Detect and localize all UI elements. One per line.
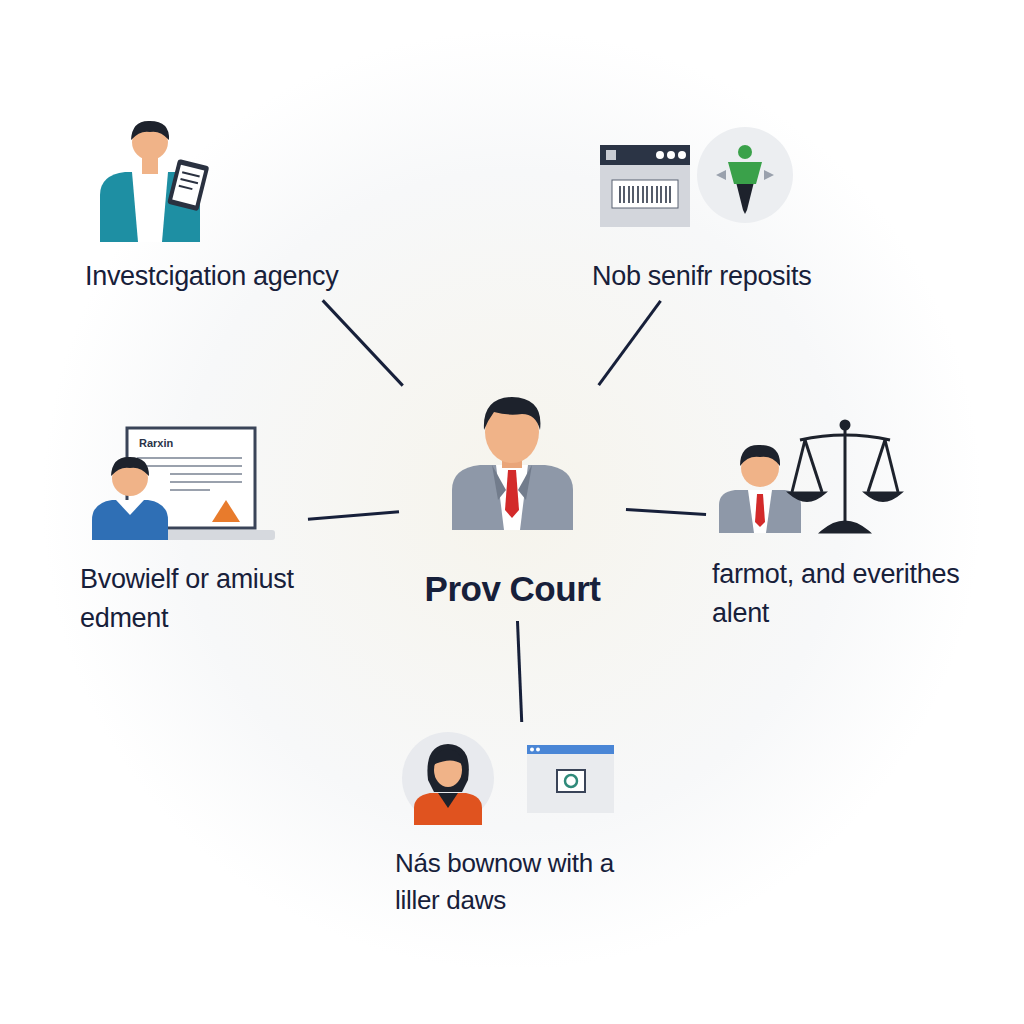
screen-label: Rarxin: [139, 437, 173, 449]
person-icon: [100, 121, 209, 242]
actor-node: Nás bownow with a liller daws: [395, 728, 657, 920]
connector-line: [308, 512, 399, 520]
laptop-icon: [92, 428, 275, 540]
award-icon: [697, 127, 793, 223]
actor-node: Investcigation agency: [85, 118, 385, 296]
node-label: Bvowielf or amiust edment: [80, 560, 302, 638]
connector-line: [626, 509, 706, 514]
connector-line: [599, 301, 661, 385]
browser-icon: [600, 145, 690, 227]
lawyer-person-icon: [719, 445, 801, 533]
scales-icon: [790, 421, 900, 532]
judge-person-icon: [452, 397, 573, 530]
actor-node: farmot, and everithes alent: [712, 415, 1012, 633]
central-node: Prov Court: [405, 390, 620, 615]
node-label: Nás bownow with a liller daws: [395, 845, 657, 920]
connector-line: [323, 300, 403, 385]
node-label: farmot, and everithes alent: [712, 555, 997, 633]
actor-node: Nob senifr reposits: [592, 118, 867, 296]
connector-line: [517, 621, 521, 722]
node-title: Prov Court: [425, 564, 601, 615]
woman-icon: [402, 732, 494, 825]
node-label: Nob senifr reposits: [592, 257, 811, 296]
window-icon: [527, 745, 614, 813]
node-label: Investcigation agency: [85, 257, 338, 296]
actor-node: Bvowielf or amiust edment: [80, 420, 302, 638]
